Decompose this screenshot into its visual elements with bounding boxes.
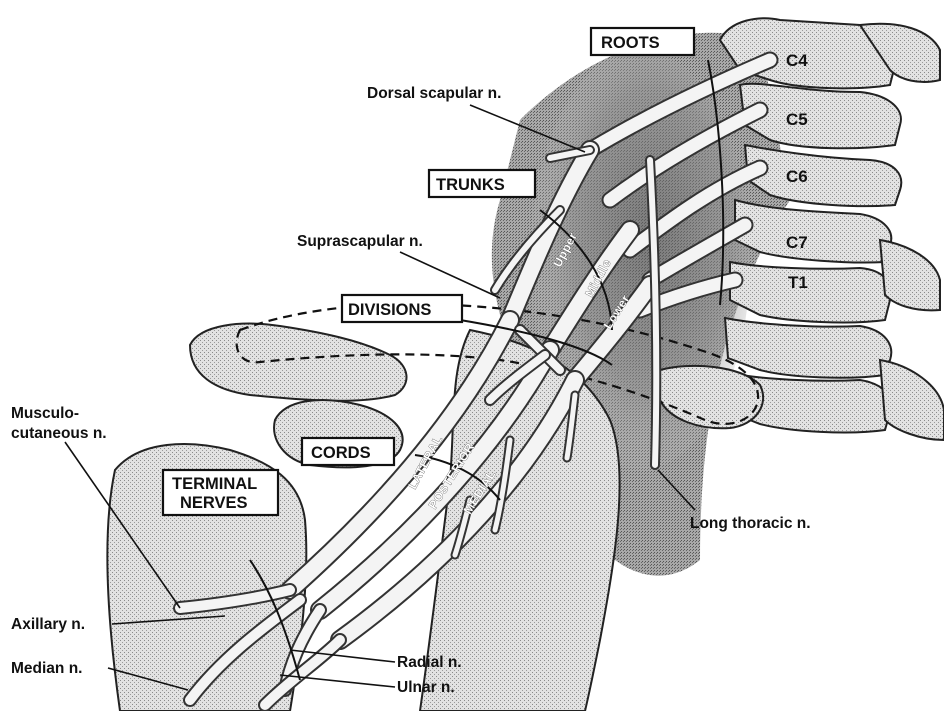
vertebra-t1 xyxy=(730,262,891,322)
vertebra-label-t1: T1 xyxy=(788,273,808,292)
label-musculo-line2: cutaneous n. xyxy=(11,425,107,442)
leader-radial xyxy=(290,650,395,662)
roots-box-label: ROOTS xyxy=(601,34,660,52)
label-radial: Radial n. xyxy=(397,654,462,671)
leader-suprascapular xyxy=(400,252,500,298)
label-axillary: Axillary n. xyxy=(11,616,85,633)
cords-box: CORDS xyxy=(302,438,394,465)
label-suprascapular: Suprascapular n. xyxy=(297,233,423,250)
label-long-thoracic: Long thoracic n. xyxy=(690,515,811,532)
cords-box-label: CORDS xyxy=(311,444,371,462)
vertebra-label-c6: C6 xyxy=(786,167,808,186)
acromion xyxy=(190,324,406,401)
label-ulnar: Ulnar n. xyxy=(397,679,455,696)
roots-box: ROOTS xyxy=(591,28,694,55)
label-dorsal-scapular: Dorsal scapular n. xyxy=(367,85,501,102)
vertebra-t2 xyxy=(725,318,891,378)
trunks-box: TRUNKS xyxy=(429,170,535,197)
first-rib-head xyxy=(880,360,944,440)
divisions-box: DIVISIONS xyxy=(342,295,462,322)
vertebra-label-c4: C4 xyxy=(786,51,808,70)
trunks-box-label: TRUNKS xyxy=(436,176,505,194)
terminal-nerves-box: TERMINAL NERVES xyxy=(163,470,278,515)
vertebra-label-c7: C7 xyxy=(786,233,808,252)
terminal-box-label-line2: NERVES xyxy=(180,494,248,512)
label-musculo-line1: Musculo- xyxy=(11,405,79,422)
terminal-box-label-line1: TERMINAL xyxy=(172,475,257,493)
vertebra-label-c5: C5 xyxy=(786,110,808,129)
label-median: Median n. xyxy=(11,660,82,677)
divisions-box-label: DIVISIONS xyxy=(348,301,431,319)
